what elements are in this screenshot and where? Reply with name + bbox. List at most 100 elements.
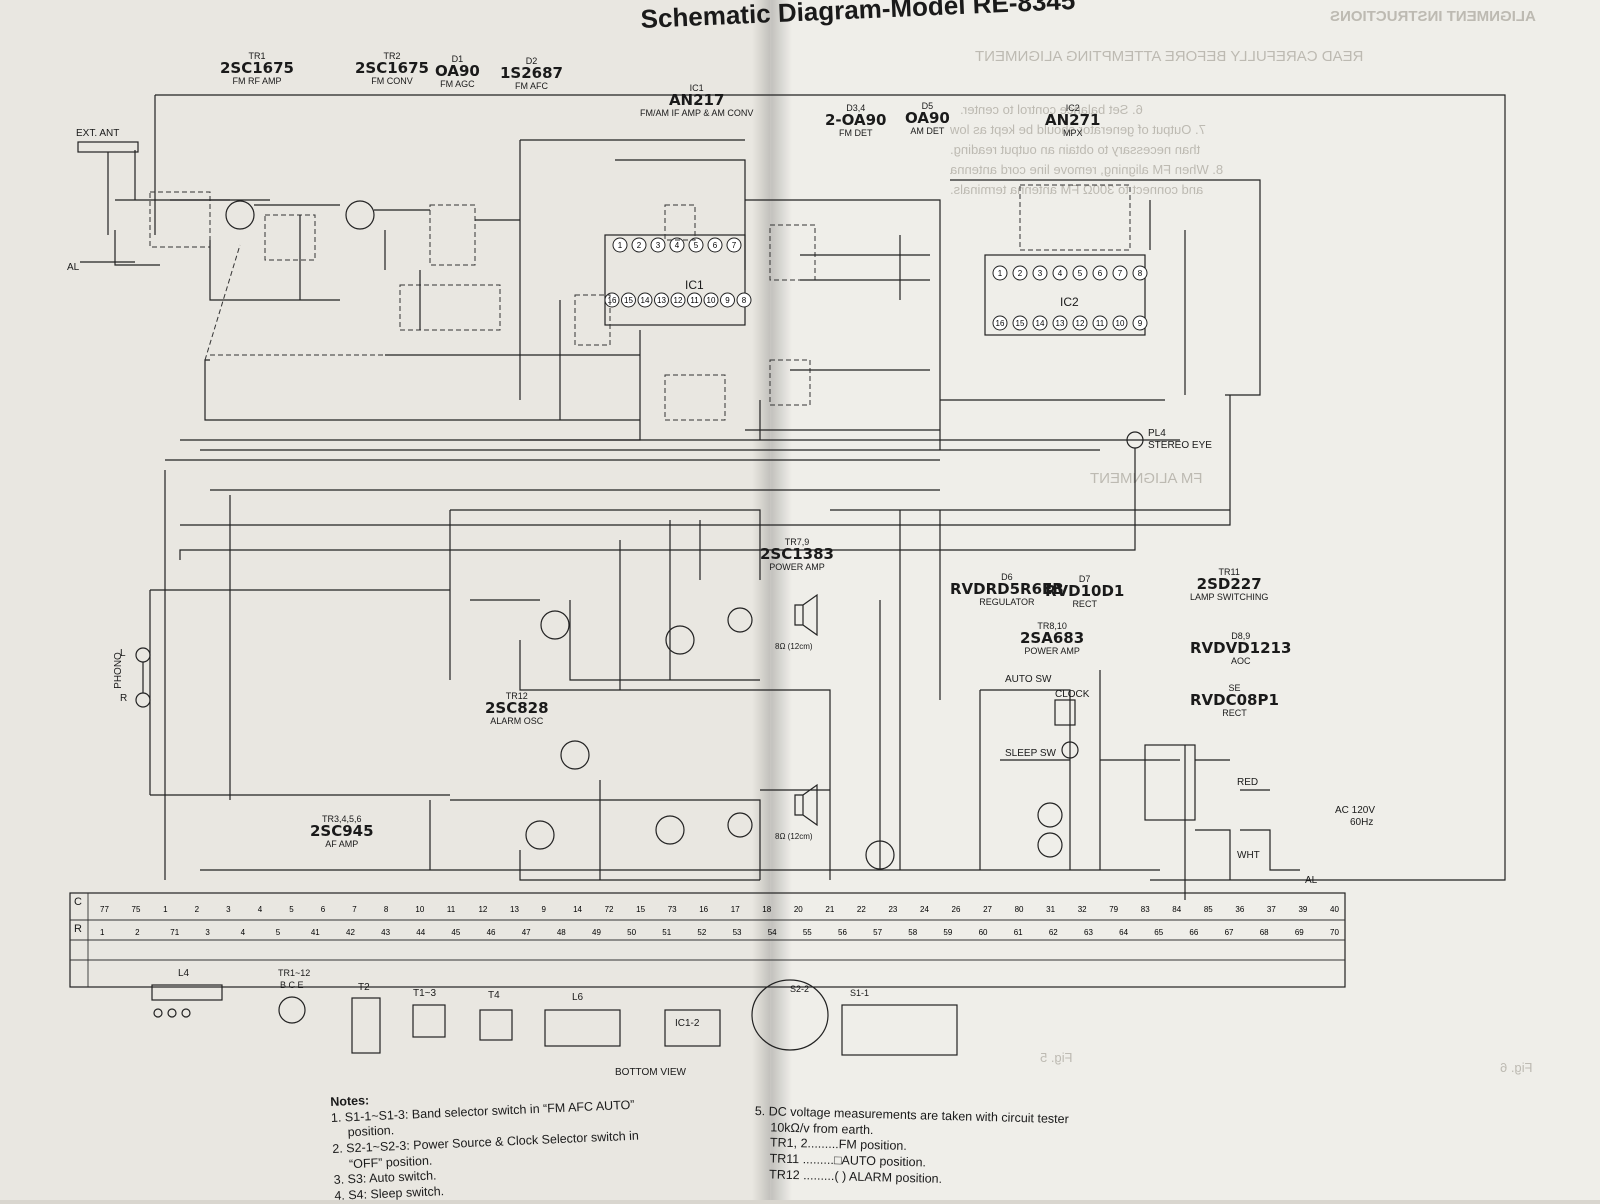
scale-c-number: 84 [1172, 905, 1181, 914]
ic1-pin-number: 11 [690, 296, 699, 305]
scale-c-number: 20 [794, 905, 803, 914]
scale-c-number: 3 [226, 905, 231, 914]
ic2-pin-number: 13 [1056, 319, 1065, 328]
ic2-pin [1052, 315, 1068, 331]
scale-r-number: 42 [346, 928, 355, 937]
scale-c-number: 37 [1267, 905, 1276, 914]
ic1-pin [621, 292, 636, 308]
ic1-pin [604, 292, 620, 308]
scale-r-number: 66 [1189, 928, 1198, 937]
ic2-pin [992, 265, 1008, 281]
ic2-pin [1092, 265, 1108, 281]
scale-c-number: 80 [1015, 905, 1024, 914]
scale-r-number: 41 [311, 928, 320, 937]
al-right-label: AL [1305, 875, 1318, 886]
scale-c-number: 77 [100, 905, 109, 914]
phono-jack-l [135, 647, 151, 663]
scale-c-number: 14 [573, 905, 582, 914]
c-row-label: C [74, 896, 82, 908]
scale-c-number: 24 [920, 905, 929, 914]
ic1-pin [669, 237, 685, 253]
scale-c-number: 75 [132, 905, 141, 914]
scale-r-number: 47 [522, 928, 531, 937]
scale-r-number: 58 [908, 928, 917, 937]
scale-r-number: 45 [451, 928, 460, 937]
scale-r-number: 67 [1225, 928, 1234, 937]
scale-c-number: 26 [952, 905, 961, 914]
scale-c-number: 72 [605, 905, 614, 914]
sleep-sw-label: SLEEP SW [1005, 748, 1056, 759]
scale-r-number: 55 [803, 928, 812, 937]
scale-c-number: 2 [195, 905, 200, 914]
ic1-pin [687, 292, 702, 308]
scale-r-number: 48 [557, 928, 566, 937]
ic2-pin-number: 6 [1098, 269, 1103, 278]
ic2-pin-number: 5 [1078, 269, 1083, 278]
ic1-pin-number: 8 [742, 296, 747, 305]
ic2-pin-number: 2 [1018, 269, 1023, 278]
scale-r-number: 53 [733, 928, 742, 937]
scale-c-number: 1 [163, 905, 168, 914]
scale-c-number: 27 [983, 905, 992, 914]
scale-r-number: 1 [100, 928, 105, 937]
ic1-block-label: IC1 [685, 278, 704, 292]
ic1-pin-number: 6 [713, 241, 718, 250]
phono-l-label: L [120, 648, 126, 659]
ic1-pin [736, 292, 752, 308]
scale-r-number: 49 [592, 928, 601, 937]
scale-c-number: 31 [1046, 905, 1055, 914]
scale-c-number: 12 [478, 905, 487, 914]
scale-c-number: 79 [1109, 905, 1118, 914]
ic1-pin [720, 292, 735, 308]
notes-left: Notes: 1. S1-1~S1-3: Band selector switc… [330, 1082, 641, 1204]
scale-c-number: 15 [636, 905, 645, 914]
scale-c-number: 6 [321, 905, 326, 914]
ic2-pin [1072, 315, 1088, 331]
ic1-pin-number: 10 [707, 296, 716, 305]
t4-label: T4 [488, 990, 500, 1001]
scale-r-number: 3 [205, 928, 210, 937]
scale-r-number: 70 [1330, 928, 1339, 937]
ic1-body [604, 234, 746, 326]
scale-r-number: 64 [1119, 928, 1128, 937]
scale-r-number: 62 [1049, 928, 1058, 937]
ic1-pin [637, 292, 653, 308]
ic2-pin-number: 11 [1096, 319, 1105, 328]
scale-r-number: 71 [170, 928, 179, 937]
wht-wire-label: WHT [1237, 850, 1260, 861]
ic1-pin [654, 292, 669, 308]
ic1-pin-number: 9 [725, 296, 730, 305]
ic2-pin [1072, 265, 1088, 281]
phono-jack-r [135, 692, 151, 708]
scale-c-number: 22 [857, 905, 866, 914]
scale-c-number: 23 [888, 905, 897, 914]
ext-ant-label: EXT. ANT [76, 128, 120, 139]
scale-r-number: 2 [135, 928, 140, 937]
ic2-pin [1012, 265, 1028, 281]
ic1-pin-number: 5 [694, 241, 699, 250]
ic1-pin-number: 15 [624, 296, 633, 305]
ic12-label: IC1-2 [675, 1018, 700, 1029]
scale-c-number: 5 [289, 905, 294, 914]
ic2-pin [1132, 265, 1148, 281]
scale-r-number: 54 [768, 928, 777, 937]
scale-r-number: 61 [1014, 928, 1023, 937]
ic1-pin-number: 16 [608, 296, 617, 305]
ic2-pin-number: 12 [1076, 319, 1085, 328]
ic2-pin [1052, 265, 1068, 281]
ic1-pin-number: 13 [657, 296, 666, 305]
ic2-pin-number: 9 [1138, 319, 1143, 328]
clock-label: CLOCK [1055, 689, 1090, 700]
ic2-pin [1112, 315, 1128, 331]
red-wire-label: RED [1237, 777, 1259, 788]
ic2-pin [1092, 315, 1108, 331]
ic2-pin-number: 8 [1138, 269, 1143, 278]
stereo-eye-label: STEREO EYE [1148, 440, 1212, 451]
